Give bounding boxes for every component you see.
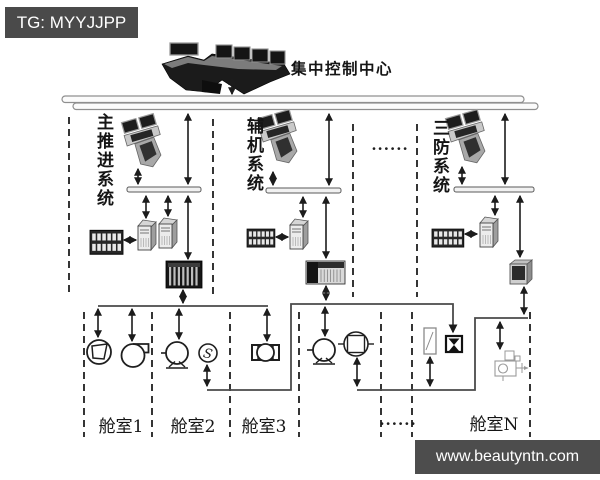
cabins-ellipsis: ······	[379, 415, 417, 433]
butterfly-valve-icon	[338, 331, 374, 357]
ball-valve-icon	[251, 343, 280, 362]
cabin-bus-right	[357, 317, 528, 391]
main-bus	[61, 95, 539, 111]
cabin-wiring	[98, 303, 528, 391]
section-sub-buses	[126, 186, 535, 194]
sub-bus-auxiliary	[265, 187, 342, 194]
centrifugal-fan-icon	[120, 343, 150, 368]
s-device-icon: S	[198, 343, 218, 363]
section-dividers	[68, 117, 531, 437]
pump-icon	[161, 341, 189, 369]
industrial-pc-icon	[479, 216, 499, 248]
cabin-equipment: S	[86, 327, 529, 381]
section-label-auxiliary: 辅机系统	[243, 117, 263, 193]
industrial-pc-icon	[137, 219, 157, 251]
s-device-letter: S	[202, 346, 214, 363]
operator-console-icon-auxiliary	[255, 108, 305, 169]
operator-console-icon-three-defense	[443, 108, 493, 169]
signal-arrows	[94, 76, 528, 388]
cabin-label-3: 舱室3	[241, 417, 287, 437]
sub-bus-three-defense	[453, 186, 535, 193]
cabin-label-2: 舱室2	[170, 417, 216, 437]
control-console-photo-icon	[161, 42, 291, 95]
plc-controller-icon-auxiliary	[305, 260, 346, 285]
watermark-website: www.beautyntn.com	[415, 440, 600, 474]
industrial-pc-icon	[289, 218, 309, 250]
section-label-three-defense: 三防系统	[429, 119, 449, 195]
industrial-pc-icon	[158, 217, 178, 249]
io-rack-icon-main-propulsion	[89, 229, 124, 255]
io-rack-icon-three-defense	[431, 228, 465, 248]
watermark-telegram: TG: MYYJJPP	[5, 7, 138, 38]
supply-fan-icon	[86, 339, 112, 365]
hydraulic-unit-icon	[494, 350, 529, 381]
pump-icon	[307, 338, 336, 365]
sub-bus-main-propulsion	[126, 186, 202, 193]
sections-ellipsis: ······	[371, 140, 409, 158]
diagram-title: 集中控制中心	[291, 59, 394, 78]
section-label-main-propulsion: 主推进系统	[93, 113, 113, 208]
damper-actuator-icon	[423, 327, 437, 355]
cabin-label-1: 舱室1	[98, 417, 144, 437]
local-control-cabinet-icon	[508, 259, 534, 285]
operator-console-icon-main-propulsion	[119, 112, 169, 173]
plc-controller-icon-main-propulsion	[165, 260, 203, 289]
cabin-label-n: 舱室N	[469, 415, 519, 435]
cabin-bus-middle	[207, 303, 458, 391]
io-rack-icon-auxiliary	[246, 228, 276, 248]
shutoff-valve-icon	[444, 334, 464, 354]
